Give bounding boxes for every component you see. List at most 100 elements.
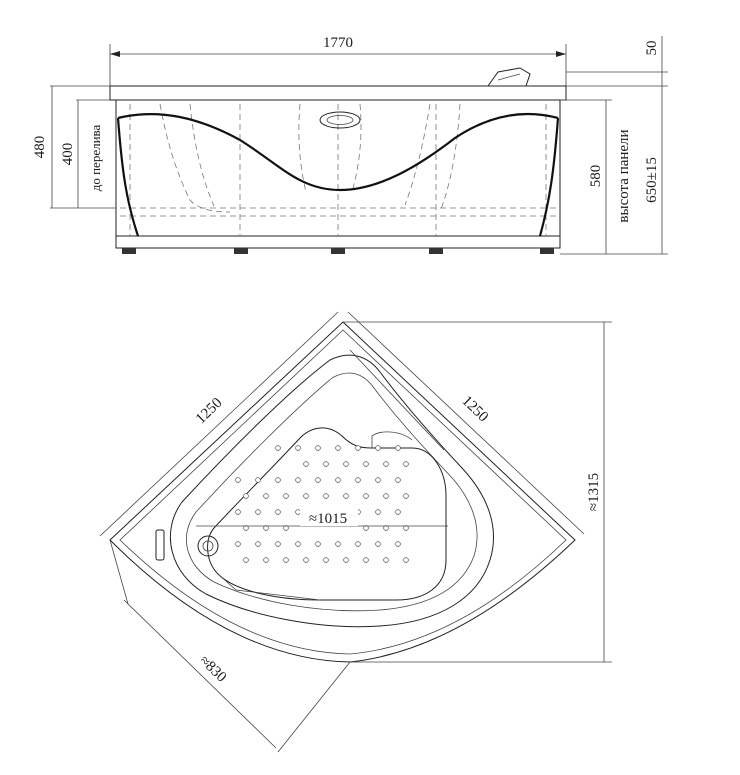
- panel-right-edge: [538, 117, 560, 237]
- jet-hole: [403, 493, 409, 499]
- tub-feet: [122, 248, 554, 254]
- jet-hole: [255, 477, 261, 483]
- jet-hole: [403, 461, 409, 467]
- dim-right-side-line: [347, 311, 585, 535]
- jet-hole: [375, 541, 381, 547]
- drain-inner: [202, 540, 214, 552]
- height-400-label: 400: [60, 143, 76, 166]
- lower-ledge: [217, 573, 321, 601]
- drain: [197, 535, 219, 557]
- diagonal-label: ≈1315: [586, 473, 602, 511]
- inner-contour-4: [439, 103, 461, 213]
- jet-hole: [303, 461, 309, 467]
- tub-rim: [109, 85, 567, 101]
- jet-hole: [243, 493, 249, 499]
- jet-hole: [323, 493, 329, 499]
- dim-depth-line: [123, 599, 277, 749]
- ext-depth-a: [109, 539, 129, 605]
- jet-hole: [275, 477, 281, 483]
- overflow-label: до перелива: [88, 125, 103, 192]
- overflow-inner: [326, 115, 354, 125]
- jet-hole: [263, 557, 269, 563]
- panel-wave: [117, 112, 559, 192]
- headrest-guide: [349, 349, 445, 451]
- panel-left-edge: [116, 117, 140, 237]
- top-view: 1250 1250 ≈1315 ≈830 ≈1015: [99, 311, 612, 753]
- inner-contour-1: [159, 103, 231, 213]
- jet-hole: [363, 557, 369, 563]
- jet-hole: [295, 509, 301, 515]
- headrest-detail: [497, 73, 521, 81]
- jet-hole: [275, 509, 281, 515]
- foot: [540, 248, 554, 254]
- jet-hole: [343, 493, 349, 499]
- jet-hole: [355, 477, 361, 483]
- inner-width-label-bg: [300, 508, 358, 526]
- inner-contour-5: [298, 103, 307, 193]
- basin-recess: [207, 427, 447, 601]
- jet-hole: [375, 477, 381, 483]
- height-480-label: 480: [32, 136, 48, 159]
- jet-hole: [343, 461, 349, 467]
- jet-hole: [283, 493, 289, 499]
- height-580-label: 580: [588, 165, 604, 188]
- overflow-outer: [319, 111, 361, 129]
- ext-depth-b: [277, 661, 351, 753]
- jet-hole: [395, 509, 401, 515]
- foot: [234, 248, 248, 254]
- jet-hole: [355, 541, 361, 547]
- jet-hole: [343, 557, 349, 563]
- dim-left-side-line: [99, 311, 339, 537]
- inner-contour-3: [404, 103, 431, 206]
- jet-hole: [263, 493, 269, 499]
- foot: [122, 248, 136, 254]
- jet-hole: [235, 477, 241, 483]
- basin-inner-edge: [186, 372, 478, 612]
- panel-height-value: 650±15: [644, 157, 660, 203]
- jet-hole: [295, 477, 301, 483]
- hydromassage-jets: [235, 445, 409, 563]
- jet-hole: [335, 445, 341, 451]
- inner-width-label: ≈1015: [309, 511, 347, 527]
- inner-contour-6: [351, 103, 362, 193]
- jet-hole: [295, 541, 301, 547]
- jet-hole: [315, 477, 321, 483]
- arrow-right: [556, 51, 566, 57]
- jet-hole: [243, 557, 249, 563]
- tub-rim-inner: [119, 329, 567, 655]
- foot: [429, 248, 443, 254]
- jet-hole: [395, 541, 401, 547]
- jet-hole: [255, 541, 261, 547]
- jet-hole: [363, 461, 369, 467]
- jet-hole: [383, 493, 389, 499]
- handle: [155, 529, 165, 561]
- basin-outer-edge: [169, 354, 494, 628]
- inner-contour-2: [189, 103, 215, 207]
- jet-hole: [303, 557, 309, 563]
- top-offset-label: 50: [644, 41, 660, 56]
- jet-hole: [295, 445, 301, 451]
- jet-hole: [383, 557, 389, 563]
- jet-hole: [335, 541, 341, 547]
- foot: [331, 248, 345, 254]
- jet-hole: [315, 541, 321, 547]
- jet-hole: [355, 445, 361, 451]
- seat-step: [371, 431, 413, 448]
- jet-hole: [323, 557, 329, 563]
- jet-hole: [395, 477, 401, 483]
- jet-hole: [335, 477, 341, 483]
- tub-outline: [109, 321, 576, 663]
- depth-label: ≈830: [196, 653, 229, 686]
- jet-hole: [375, 509, 381, 515]
- jet-hole: [275, 541, 281, 547]
- jet-hole: [315, 445, 321, 451]
- jet-hole: [363, 493, 369, 499]
- jet-hole: [235, 541, 241, 547]
- panel-height-label: высота панели: [616, 129, 632, 222]
- arrow-left: [110, 51, 120, 57]
- jet-hole: [283, 557, 289, 563]
- jet-hole: [323, 461, 329, 467]
- jet-hole: [303, 493, 309, 499]
- jet-hole: [383, 461, 389, 467]
